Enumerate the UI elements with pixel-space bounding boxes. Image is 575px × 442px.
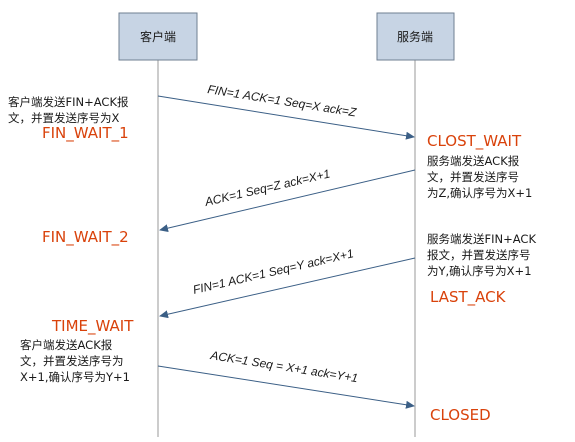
msg-3-label: FIN=1 ACK=1 Seq=Y ack=X+1 — [192, 246, 355, 297]
state-last-ack: LAST_ACK — [430, 288, 507, 307]
server-note-2: 服务端发送FIN+ACK 报文，并置发送序号 为Y,确认序号为X+1 — [427, 232, 536, 278]
client-note-2: 客户端发送ACK报 文，并置发送序号为 X+1,确认序号为Y+1 — [20, 338, 130, 384]
msg-2-label: ACK=1 Seq=Z ack=X+1 — [203, 166, 332, 209]
msg-4-arrow — [157, 365, 415, 409]
state-fin-wait-1: FIN_WAIT_1 — [42, 124, 129, 143]
server-note-1-line-3: 为Z,确认序号为X+1 — [427, 186, 532, 200]
server-note-1-line-1: 服务端发送ACK报 — [427, 154, 520, 168]
client-note-2-line-3: X+1,确认序号为Y+1 — [20, 370, 130, 384]
client-note-2-line-2: 文，并置发送序号为 — [20, 354, 124, 368]
client-note-1: 客户端发送FIN+ACK报 文，并置发送序号为X — [8, 95, 129, 125]
client-note-1-line-1: 客户端发送FIN+ACK报 — [8, 95, 129, 109]
client-header: 客户端 — [118, 12, 198, 61]
client-header-label: 客户端 — [140, 29, 176, 44]
msg-1-label: FIN=1 ACK=1 Seq=X ack=Z — [207, 82, 358, 119]
msg-4-label: ACK=1 Seq = X+1 ack=Y+1 — [209, 348, 359, 385]
server-note-2-line-3: 为Y,确认序号为X+1 — [427, 264, 532, 278]
state-fin-wait-2: FIN_WAIT_2 — [42, 228, 129, 247]
server-header: 服务端 — [376, 12, 455, 61]
msg-3-arrow — [159, 257, 416, 319]
state-clost-wait: CLOST_WAIT — [427, 132, 522, 151]
msg-1-arrow — [157, 95, 415, 140]
client-note-2-line-1: 客户端发送ACK报 — [20, 338, 113, 352]
server-note-2-line-1: 服务端发送FIN+ACK — [427, 232, 536, 246]
server-note-2-line-2: 报文，并置发送序号 — [427, 248, 531, 262]
server-note-1-line-2: 文，并置发送序号 — [427, 170, 519, 184]
server-note-1: 服务端发送ACK报 文，并置发送序号 为Z,确认序号为X+1 — [427, 154, 532, 200]
msg-2-arrow — [159, 169, 416, 233]
server-header-label: 服务端 — [397, 29, 433, 44]
state-time-wait: TIME_WAIT — [51, 317, 134, 336]
client-note-1-line-2: 文，并置发送序号为X — [8, 111, 119, 125]
state-closed: CLOSED — [430, 406, 491, 424]
